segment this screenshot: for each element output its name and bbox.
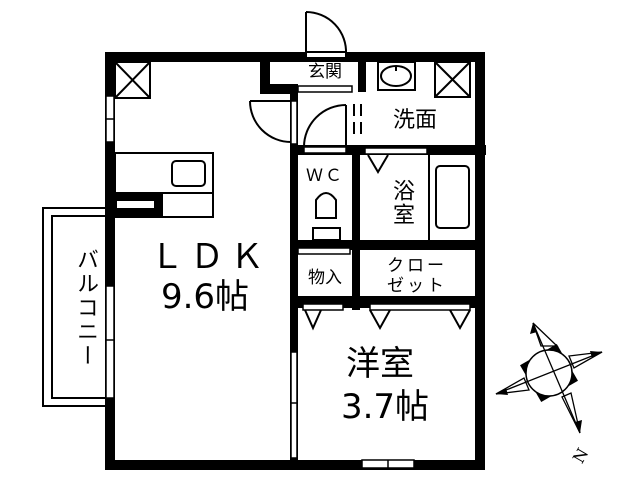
- bathtub: [435, 165, 470, 229]
- compass-icon: [495, 322, 603, 434]
- toilet-fixture: [312, 192, 341, 241]
- western-room-bottom-window: [361, 459, 415, 469]
- entrance-step: [297, 85, 353, 93]
- washroom-label: 洗面: [392, 108, 437, 133]
- ldk-door: [249, 100, 298, 145]
- closet-door-swing-icons: [304, 309, 471, 331]
- bathroom-door-swing-icon: [367, 154, 389, 174]
- washroom-sink: [377, 61, 416, 91]
- closet-label-line2: ゼット: [387, 276, 447, 296]
- washroom-door: [303, 104, 347, 154]
- entrance-door: [305, 10, 348, 59]
- closet-label-line1: クロー: [387, 256, 447, 276]
- ventilation-ldk: [114, 61, 151, 99]
- closet-door: [369, 303, 471, 311]
- storage-label: 物入: [308, 268, 342, 288]
- western-room-label: 洋室: [346, 344, 414, 384]
- ldk-left-window-bottom: [105, 285, 115, 399]
- kitchen-counter: [114, 152, 214, 218]
- western-room-left-window: [290, 351, 298, 459]
- balcony-label: バルコニー: [73, 248, 98, 368]
- storage-door: [302, 303, 344, 311]
- bathroom-door: [364, 147, 428, 155]
- ldk-label: ＬＤＫ: [150, 237, 270, 277]
- washroom-sliding-partition: [353, 104, 362, 134]
- bathroom-label: 浴室: [389, 179, 414, 227]
- ldk-left-window-top: [105, 95, 115, 143]
- western-room-size: 3.7帖: [340, 387, 430, 427]
- ldk-size: 9.6帖: [160, 277, 250, 317]
- ventilation-washroom: [434, 61, 471, 98]
- entrance-label: 玄関: [308, 62, 342, 82]
- toilet-label: ＷＣ: [306, 166, 344, 186]
- storage-door-top: [297, 247, 351, 255]
